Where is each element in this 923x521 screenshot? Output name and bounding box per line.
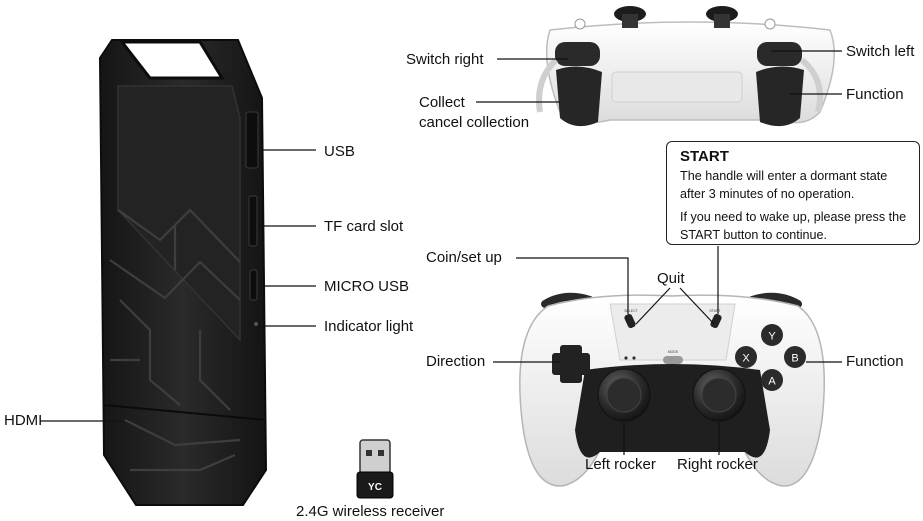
label-coin-set-up: Coin/set up: [426, 249, 502, 266]
select-button: [624, 313, 636, 329]
label-function-right: Function: [846, 353, 904, 370]
dpad: [552, 345, 590, 383]
label-micro-usb: MICRO USB: [324, 278, 410, 295]
mode-button: [663, 356, 683, 364]
label-quit: Quit: [657, 270, 685, 287]
device-leader-lines: [40, 149, 316, 422]
label-switch-right: Switch right: [406, 51, 484, 68]
label-cancel-collection: cancel collection: [419, 114, 530, 131]
usb-port: [245, 111, 259, 169]
label-switch-left: Switch left: [846, 43, 915, 60]
controller-front-view: [519, 292, 825, 487]
y-button-label: Y: [768, 331, 776, 343]
y-button: [761, 324, 783, 346]
micro-usb-port: [249, 269, 258, 301]
tf-card-slot: [248, 195, 258, 247]
wireless-receiver: [356, 439, 394, 499]
controller-top-view: [536, 6, 835, 127]
mode-label: MODE: [668, 350, 679, 354]
label-tf-card-slot: TF card slot: [324, 218, 404, 235]
hdmi-stick-device: [98, 39, 268, 506]
start-info-title: START: [680, 148, 729, 165]
label-collect: Collect: [419, 94, 465, 111]
label-hdmi: HDMI: [4, 412, 43, 429]
x-button-label: X: [742, 353, 750, 365]
start-info-line2: If you need to wake up, please press the…: [680, 209, 907, 242]
select-label: SELECT: [624, 309, 638, 313]
label-direction: Direction: [426, 353, 486, 370]
a-button: [761, 369, 783, 391]
label-usb: USB: [324, 143, 355, 160]
label-right-rocker: Right rocker: [677, 456, 758, 473]
receiver-badge: YC: [368, 482, 382, 493]
start-label: START: [709, 309, 721, 313]
label-indicator-light: Indicator light: [324, 318, 414, 335]
x-button: [735, 346, 757, 368]
label-left-rocker: Left rocker: [585, 456, 656, 473]
start-info-line1: The handle will enter a dormant state af…: [680, 169, 888, 202]
b-button-label: B: [791, 353, 798, 365]
a-button-label: A: [768, 376, 776, 388]
top-view-leader-lines: [476, 50, 842, 103]
b-button: [784, 346, 806, 368]
start-button: [710, 313, 722, 329]
indicator-light: [254, 322, 258, 326]
label-function-top: Function: [846, 86, 904, 103]
start-info-box: START The handle will enter a dormant st…: [666, 141, 920, 245]
label-receiver: 2.4G wireless receiver: [296, 503, 445, 520]
front-view-leader-lines: [493, 246, 842, 455]
